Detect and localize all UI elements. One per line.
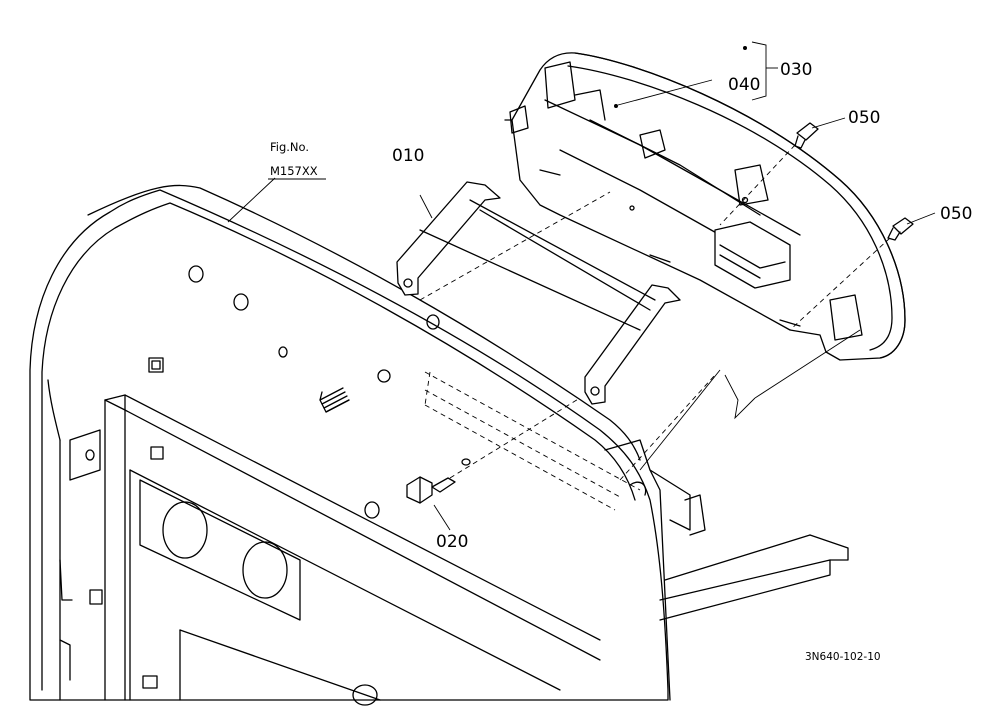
bracket-010 [396, 181, 681, 405]
instrument-cluster [504, 52, 906, 361]
fig-number: M157XX [270, 164, 318, 178]
callout-010: 010 [392, 146, 424, 166]
bolt-020 [406, 458, 471, 504]
callout-050-upper: 050 [848, 108, 880, 128]
screw-050-upper [794, 122, 819, 149]
dashboard-panel [29, 184, 849, 706]
callout-030: 030 [780, 60, 812, 80]
threaded-stud [319, 387, 350, 413]
fig-label: Fig.No. [270, 140, 309, 154]
screw-050-lower [887, 217, 914, 241]
leader-lines [227, 41, 936, 531]
callout-050-lower: 050 [940, 204, 972, 224]
callout-020: 020 [436, 532, 468, 552]
drawing-code: 3N640-102-10 [805, 651, 881, 663]
callout-040: 040 [728, 75, 760, 95]
